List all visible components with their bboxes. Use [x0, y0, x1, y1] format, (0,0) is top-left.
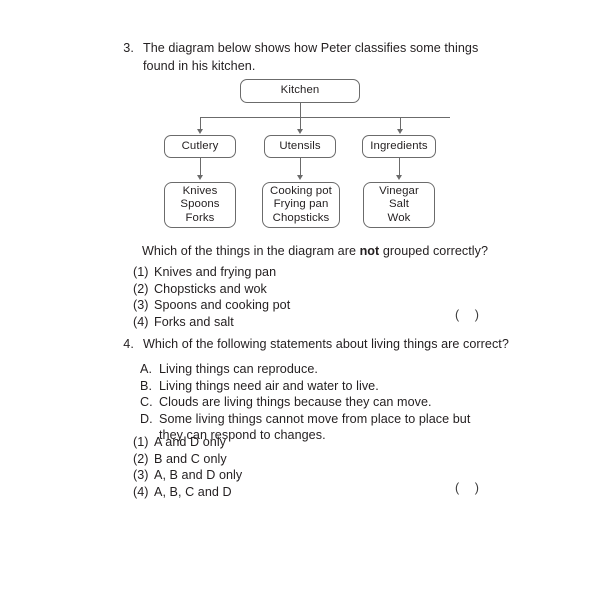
diagram-node-ingredients-items: Vinegar Salt Wok [363, 182, 435, 228]
question-3-substem-pre: Which of the things in the diagram are [142, 244, 360, 258]
connector-down-ingredients [400, 117, 401, 130]
option-key: (4) [133, 314, 149, 329]
connector-root-down [300, 103, 301, 117]
question-4-answer-bracket[interactable]: ( ) [455, 481, 485, 495]
option-text: Spoons and cooking pot [154, 298, 291, 313]
option-key: (4) [133, 484, 149, 499]
question-4-statement-c: C. Clouds are living things because they… [140, 394, 470, 411]
option-text: A, B, C and D [154, 484, 232, 499]
option-key: (2) [133, 451, 149, 466]
option-text: Knives and frying pan [154, 265, 277, 279]
diagram-node-root: Kitchen [240, 79, 360, 103]
question-3-option-1[interactable]: (1) Knives and frying pan [133, 264, 290, 281]
arrow-down-ingredients [396, 129, 403, 134]
diagram-node-utensils: Utensils [264, 135, 336, 158]
arrow-ingredients-items [395, 175, 402, 180]
page-footer: 2 MY PALS ARE HERE! Science Primary 3&4 … [0, 548, 600, 588]
diagram-node-ingredients-label: Ingredients [370, 139, 428, 152]
diagram-node-utensils-items-label: Cooking pot Frying pan Chopsticks [270, 184, 332, 224]
statement-text: Some living things cannot move from plac… [159, 411, 471, 443]
question-3-answer-bracket[interactable]: ( ) [455, 308, 485, 322]
question-3-substem-bold: not [359, 244, 380, 258]
question-4-options: (1) A and D only (2) B and C only (3) A,… [133, 434, 242, 500]
arrow-down-utensils [296, 129, 303, 134]
diagram-node-utensils-label: Utensils [279, 139, 321, 152]
question-4-statement-a: A. Living things can reproduce. [140, 361, 470, 378]
option-text: Forks and salt [154, 314, 234, 329]
question-3-option-4[interactable]: (4) Forks and salt [133, 314, 290, 331]
option-text: A and D only [154, 435, 227, 449]
connector-cutlery-items [200, 158, 201, 177]
statement-text: Living things can reproduce. [159, 362, 318, 376]
question-3-substem-post: grouped correctly? [379, 244, 489, 258]
arrow-down-cutlery [196, 129, 203, 134]
connector-utensils-items [300, 158, 301, 177]
question-4-option-1[interactable]: (1) A and D only [133, 434, 242, 451]
diagram-node-utensils-items: Cooking pot Frying pan Chopsticks [262, 182, 340, 228]
option-key: (2) [133, 281, 149, 296]
question-4: 4. Which of the following statements abo… [0, 336, 600, 354]
question-4-number: 4. [123, 337, 134, 351]
option-text: B and C only [154, 451, 227, 466]
statement-text: Living things need air and water to live… [159, 378, 379, 393]
diagram-node-cutlery: Cutlery [164, 135, 236, 158]
classification-diagram: Kitchen Cutlery Utensils Ingredients [150, 74, 450, 234]
statement-key: D. [140, 411, 153, 426]
question-3-header: 3. The diagram below shows how Peter cla… [0, 40, 600, 75]
diagram-node-cutlery-items-label: Knives Spoons Forks [180, 184, 220, 224]
question-3-option-3[interactable]: (3) Spoons and cooking pot [133, 297, 290, 314]
statement-text: Clouds are living things because they ca… [159, 395, 432, 410]
option-key: (1) [133, 435, 149, 449]
diagram-node-cutlery-items: Knives Spoons Forks [164, 182, 236, 228]
question-4-stem: Which of the following statements about … [143, 337, 509, 351]
diagram-node-cutlery-label: Cutlery [181, 139, 219, 152]
diagram-node-ingredients: Ingredients [362, 135, 436, 158]
question-3-stem: The diagram below shows how Peter classi… [143, 41, 479, 73]
connector-down-cutlery [200, 117, 201, 130]
question-4-statement-b: B. Living things need air and water to l… [140, 378, 470, 395]
arrow-utensils-items [296, 175, 303, 180]
question-4-statement-d: D. Some living things cannot move from p… [140, 411, 470, 444]
question-4-header: 4. Which of the following statements abo… [0, 336, 600, 354]
statement-key: B. [140, 378, 152, 393]
diagram-node-root-label: Kitchen [280, 84, 320, 97]
question-3-option-2[interactable]: (2) Chopsticks and wok [133, 281, 290, 298]
question-4-option-2[interactable]: (2) B and C only [133, 451, 242, 468]
option-key: (3) [133, 298, 149, 313]
question-4-statements: A. Living things can reproduce. B. Livin… [140, 361, 470, 444]
option-key: (1) [133, 265, 149, 279]
statement-key: A. [140, 362, 152, 376]
question-3-substem: Which of the things in the diagram are n… [142, 243, 488, 261]
connector-down-utensils [300, 117, 301, 130]
option-text: Chopsticks and wok [154, 281, 267, 296]
option-text: A, B and D only [154, 468, 243, 483]
statement-key: C. [140, 395, 153, 410]
question-3: 3. The diagram below shows how Peter cla… [0, 40, 600, 75]
question-3-number: 3. [123, 41, 134, 55]
option-key: (3) [133, 468, 149, 483]
connector-ingredients-items [399, 158, 400, 177]
question-3-options: (1) Knives and frying pan (2) Chopsticks… [133, 264, 290, 330]
diagram-node-ingredients-items-label: Vinegar Salt Wok [379, 184, 419, 224]
question-4-option-3[interactable]: (3) A, B and D only [133, 467, 242, 484]
question-4-option-4[interactable]: (4) A, B, C and D [133, 484, 242, 501]
arrow-cutlery-items [196, 175, 203, 180]
connector-bus-level1 [200, 117, 450, 118]
